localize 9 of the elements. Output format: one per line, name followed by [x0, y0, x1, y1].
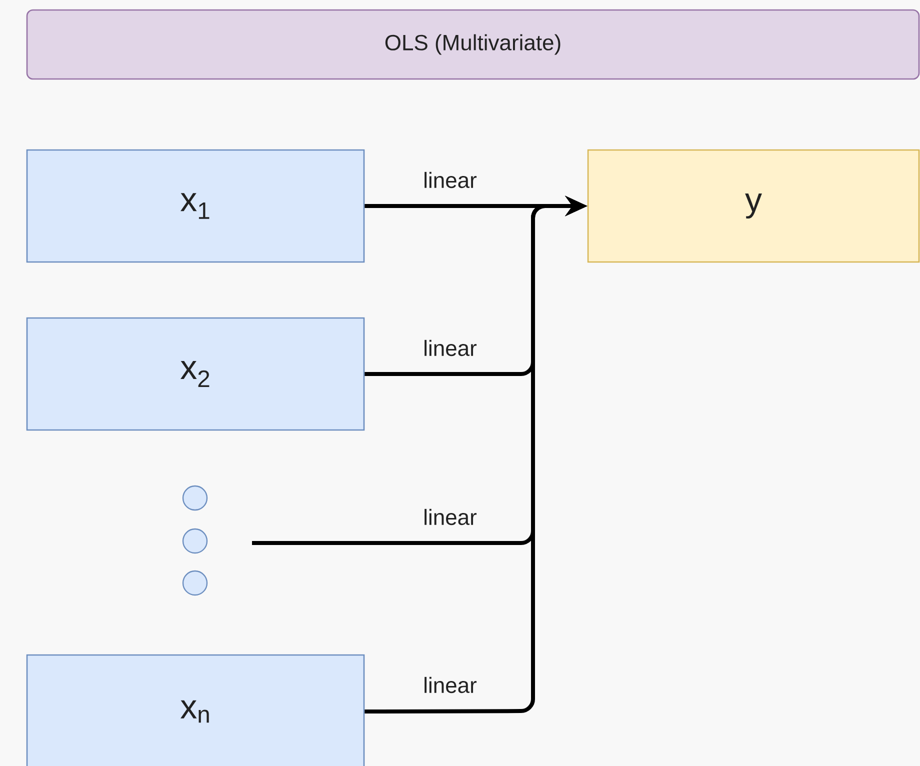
edge-label: linear — [424, 340, 477, 356]
edge-label: linear — [424, 508, 477, 526]
title-band: OLS (Multivariate) — [26, 9, 920, 80]
input-box: x$_{1}$ — [26, 149, 365, 263]
output-box: y — [587, 149, 920, 263]
input-box: x$_{n}$ — [26, 654, 365, 766]
input-box: x$_{2}$ — [26, 317, 365, 431]
edge-label: linear — [424, 676, 477, 694]
edge-label: linear — [424, 172, 477, 188]
